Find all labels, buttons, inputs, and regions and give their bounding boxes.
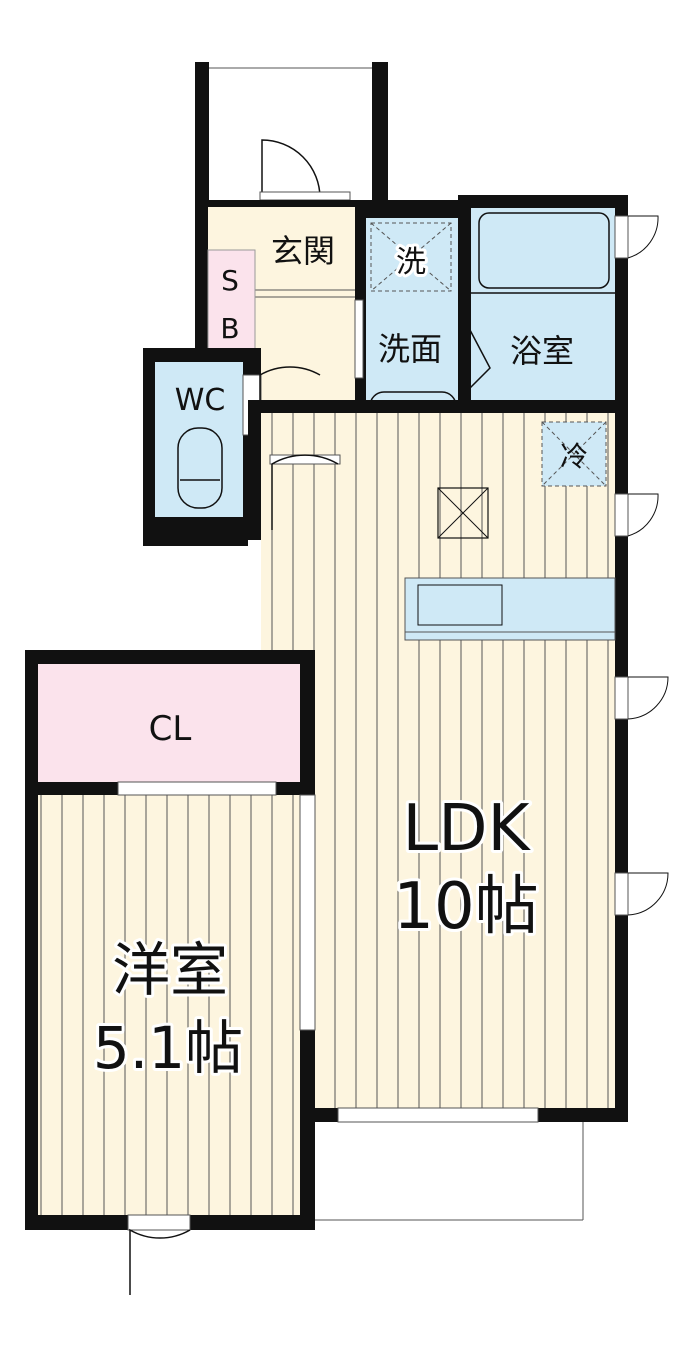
washroom-label: 洗面 — [378, 330, 442, 368]
fridge-label: 冷 — [560, 440, 588, 473]
window-bath[interactable] — [614, 215, 629, 259]
genkan-label: 玄関 — [271, 232, 335, 270]
bathtub-icon — [478, 212, 610, 289]
wc-label: WC — [175, 383, 226, 418]
bath-label: 浴室 — [510, 332, 574, 370]
window-kitchen[interactable] — [614, 493, 629, 537]
toilet-icon — [177, 427, 223, 509]
closet-label: CL — [149, 709, 192, 749]
western-door[interactable] — [129, 1228, 191, 1295]
right-windows — [614, 215, 669, 916]
shoe-box — [207, 249, 256, 351]
kitchen-sink-icon — [417, 584, 503, 626]
shoe-box-label-b: B — [220, 312, 239, 345]
balcony-window[interactable] — [337, 1107, 539, 1123]
closet-door[interactable] — [117, 781, 277, 796]
shoe-box-label-s: S — [221, 264, 239, 297]
range-hood-icon — [437, 487, 489, 539]
ldk-size: 10帖 — [393, 870, 538, 944]
front-door[interactable] — [261, 139, 321, 199]
western-size: 5.1帖 — [93, 1014, 243, 1082]
entrance-porch — [195, 62, 388, 207]
closet — [38, 664, 300, 782]
western-label: 洋室 — [112, 936, 228, 1004]
washer-label: 洗 — [396, 245, 426, 280]
window-ldk-lower[interactable] — [614, 872, 629, 916]
window-ldk-upper[interactable] — [614, 676, 629, 720]
ldk-label: LDK — [403, 792, 532, 866]
western-room — [38, 795, 300, 1215]
sliding-door[interactable] — [299, 794, 316, 1031]
washer-space — [370, 222, 452, 292]
ldk-door[interactable] — [271, 454, 339, 530]
wc-door[interactable] — [259, 366, 321, 435]
bath-door[interactable] — [469, 329, 491, 389]
